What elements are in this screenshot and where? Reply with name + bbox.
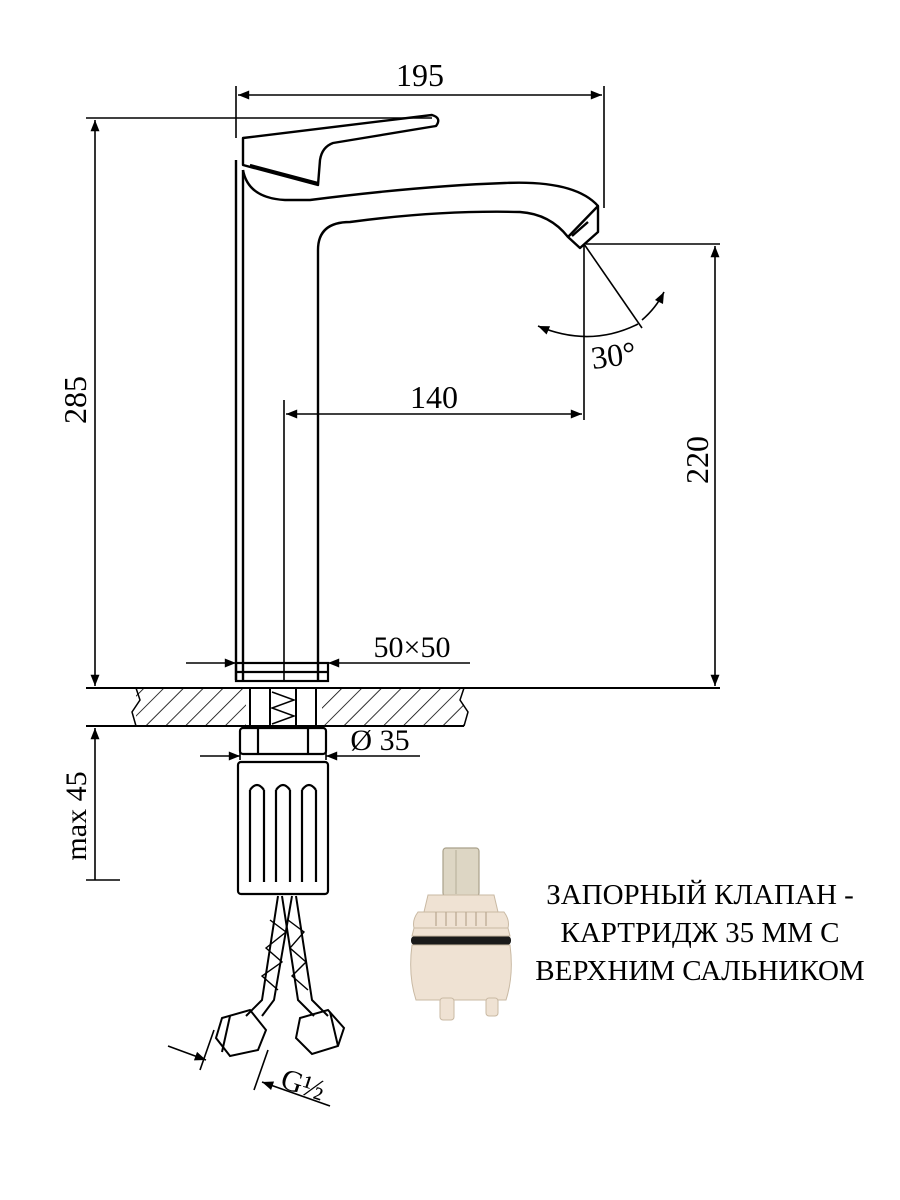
countertop (86, 687, 720, 727)
caption-line-1: ЗАПОРНЫЙ КЛАПАН - (546, 879, 854, 911)
fixing-sleeve (236, 760, 330, 896)
cartridge-image (410, 847, 512, 1021)
dim-spout-reach: 140 (410, 379, 458, 415)
dim-total-length: 195 (396, 57, 444, 93)
dim-mount-diameter: Ø 35 (350, 724, 409, 757)
caption-line-3: ВЕРХНИМ САЛЬНИКОМ (535, 955, 865, 987)
dimension-lines (86, 86, 720, 1107)
faucet-body (234, 160, 600, 680)
dim-thread: G½ (277, 1062, 329, 1107)
lever-handle (241, 113, 440, 187)
dim-spray-angle: 30° (589, 334, 638, 376)
dim-base-size: 50×50 (374, 631, 451, 664)
flexible-hoses (214, 895, 346, 1058)
base-flange (234, 661, 330, 683)
dim-spout-height: 220 (679, 436, 715, 484)
cartridge-caption: ЗАПОРНЫЙ КЛАПАН - КАРТРИДЖ 35 ММ С ВЕРХН… (500, 876, 900, 990)
mounting-stud (249, 688, 317, 726)
mounting-nut (238, 726, 328, 756)
dim-total-height: 285 (57, 376, 93, 424)
dim-max-counter: max 45 (60, 771, 93, 860)
caption-line-2: КАРТРИДЖ 35 ММ С (560, 917, 840, 949)
